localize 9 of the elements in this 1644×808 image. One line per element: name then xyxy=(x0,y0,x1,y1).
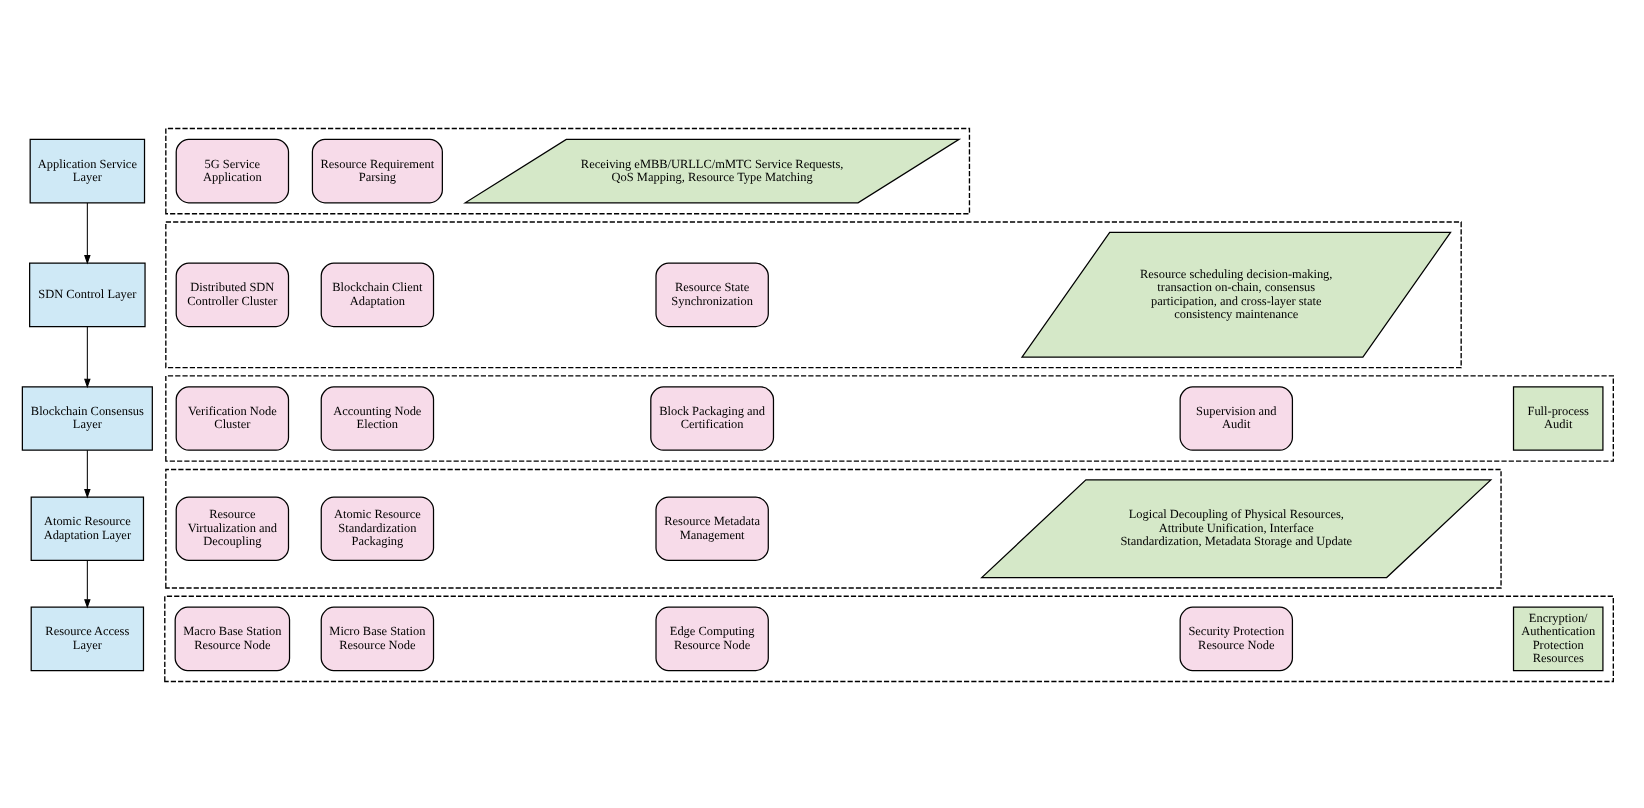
cluster xyxy=(165,126,971,214)
arrow xyxy=(84,201,91,264)
arrow xyxy=(84,448,91,498)
arrow xyxy=(84,325,91,388)
cluster xyxy=(165,467,1502,588)
cluster xyxy=(165,374,1614,461)
cluster xyxy=(165,220,1462,368)
cluster xyxy=(164,594,1614,682)
arrow xyxy=(84,559,91,608)
